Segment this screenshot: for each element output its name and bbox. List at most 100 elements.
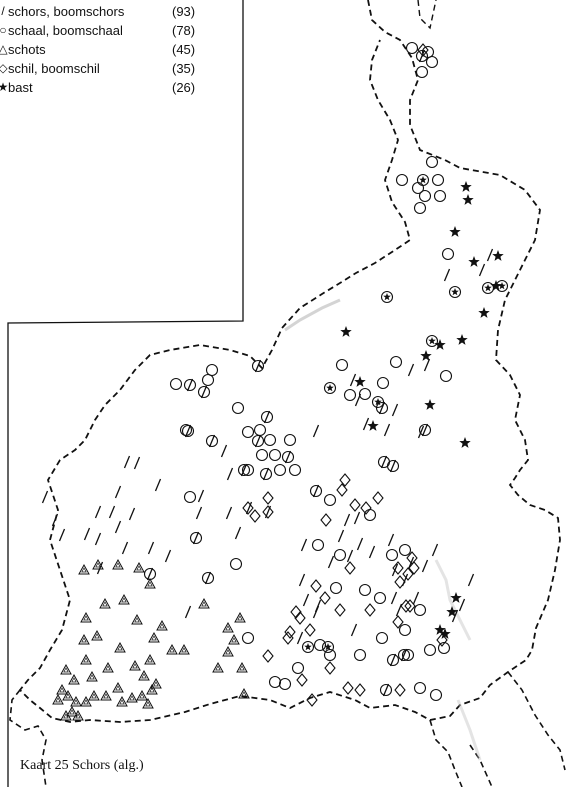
star-mark bbox=[498, 282, 506, 290]
circle-mark bbox=[425, 155, 439, 169]
diamond-mark bbox=[262, 491, 274, 505]
triangle-mark-inner bbox=[71, 677, 77, 683]
slash-mark bbox=[114, 520, 122, 534]
triangle-mark-inner bbox=[59, 687, 65, 693]
circle-mark bbox=[183, 490, 197, 504]
triangle-mark-inner bbox=[145, 701, 151, 707]
slash-mark bbox=[314, 599, 322, 613]
circle-mark bbox=[395, 173, 409, 187]
triangle-mark-inner bbox=[105, 665, 111, 671]
star-mark bbox=[449, 226, 461, 237]
triangle-mark-inner bbox=[159, 623, 165, 629]
slash-mark bbox=[298, 573, 306, 587]
slash-mark bbox=[391, 403, 399, 417]
diamond-mark bbox=[394, 683, 406, 697]
slash-mark bbox=[96, 561, 104, 575]
circle-mark bbox=[376, 376, 390, 390]
circle-mark bbox=[423, 643, 437, 657]
triangle-mark-inner bbox=[237, 615, 243, 621]
triangle-mark bbox=[136, 689, 148, 701]
slash-mark bbox=[254, 359, 262, 373]
legend-count: (45) bbox=[172, 42, 196, 57]
circle-mark bbox=[268, 675, 282, 689]
triangle-mark-inner bbox=[83, 657, 89, 663]
diamond-icon: ◇ bbox=[0, 61, 8, 75]
circle-mark bbox=[291, 661, 305, 675]
circle-mark bbox=[323, 648, 337, 662]
diamond-mark bbox=[262, 505, 274, 519]
triangle-mark bbox=[68, 673, 80, 685]
triangle-mark-inner bbox=[225, 649, 231, 655]
diamond-mark bbox=[282, 631, 294, 645]
star-mark bbox=[456, 334, 468, 345]
diamond-mark bbox=[408, 561, 420, 575]
triangle-mark-inner bbox=[136, 565, 142, 571]
star-mark bbox=[484, 284, 492, 292]
triangle-mark bbox=[238, 687, 250, 699]
triangle-mark bbox=[146, 683, 158, 695]
slash-mark bbox=[458, 598, 466, 612]
circle-mark bbox=[481, 281, 495, 295]
circle-mark bbox=[253, 423, 267, 437]
slash-mark bbox=[94, 532, 102, 546]
diamond-mark bbox=[284, 625, 296, 639]
triangle-mark-inner bbox=[239, 665, 245, 671]
star-mark bbox=[468, 256, 480, 267]
star-mark bbox=[340, 326, 352, 337]
circle-mark bbox=[385, 548, 399, 562]
circle-mark bbox=[313, 638, 327, 652]
map-symbols bbox=[41, 41, 509, 721]
star-mark bbox=[459, 437, 471, 448]
star-mark bbox=[374, 398, 382, 406]
diamond-mark bbox=[349, 498, 361, 512]
diamond-mark bbox=[324, 661, 336, 675]
triangle-mark bbox=[116, 695, 128, 707]
diamond-mark bbox=[320, 513, 332, 527]
triangle-mark-inner bbox=[132, 663, 138, 669]
slash-mark bbox=[184, 424, 192, 438]
diamond-mark bbox=[404, 599, 416, 613]
triangle-mark-inner bbox=[139, 693, 145, 699]
circle-mark bbox=[288, 463, 302, 477]
slash-mark bbox=[186, 378, 194, 392]
triangle-mark-inner bbox=[153, 681, 159, 687]
slash-mark bbox=[380, 455, 388, 469]
triangle-mark-inner bbox=[147, 657, 153, 663]
slash-mark bbox=[350, 623, 358, 637]
triangle-mark-inner bbox=[181, 647, 187, 653]
star-mark bbox=[428, 337, 436, 345]
triangle-mark bbox=[60, 709, 72, 721]
slash-mark bbox=[195, 506, 203, 520]
triangle-mark bbox=[228, 633, 240, 645]
triangle-mark bbox=[86, 670, 98, 682]
triangle-mark bbox=[62, 689, 74, 701]
star-mark bbox=[326, 384, 334, 392]
legend-frame bbox=[7, 0, 244, 787]
slash-mark bbox=[51, 513, 59, 527]
slash-mark bbox=[94, 505, 102, 519]
star-mark bbox=[450, 592, 462, 603]
slash-mark bbox=[220, 444, 228, 458]
star-icon: ★ bbox=[0, 80, 9, 94]
triangle-mark bbox=[72, 709, 84, 721]
triangle-mark bbox=[52, 693, 64, 705]
triangle-mark-inner bbox=[241, 691, 247, 697]
circle-icon: ○ bbox=[0, 23, 7, 37]
slash-mark bbox=[417, 425, 425, 439]
diamond-mark bbox=[334, 603, 346, 617]
diamond-mark bbox=[336, 483, 348, 497]
triangle-mark bbox=[222, 645, 234, 657]
slash-mark bbox=[362, 417, 370, 431]
circle-mark bbox=[448, 285, 462, 299]
legend-item: ◇ schil, boomschil (35) bbox=[0, 59, 240, 78]
slash-mark bbox=[83, 527, 91, 541]
circle-mark bbox=[283, 433, 297, 447]
slash-mark bbox=[192, 531, 200, 545]
circle-mark bbox=[386, 459, 400, 473]
circle-mark bbox=[251, 359, 265, 373]
slash-mark bbox=[421, 559, 429, 573]
triangle-mark-inner bbox=[65, 693, 71, 699]
slash-mark bbox=[312, 424, 320, 438]
diamond-mark bbox=[364, 603, 376, 617]
circle-mark bbox=[237, 463, 251, 477]
